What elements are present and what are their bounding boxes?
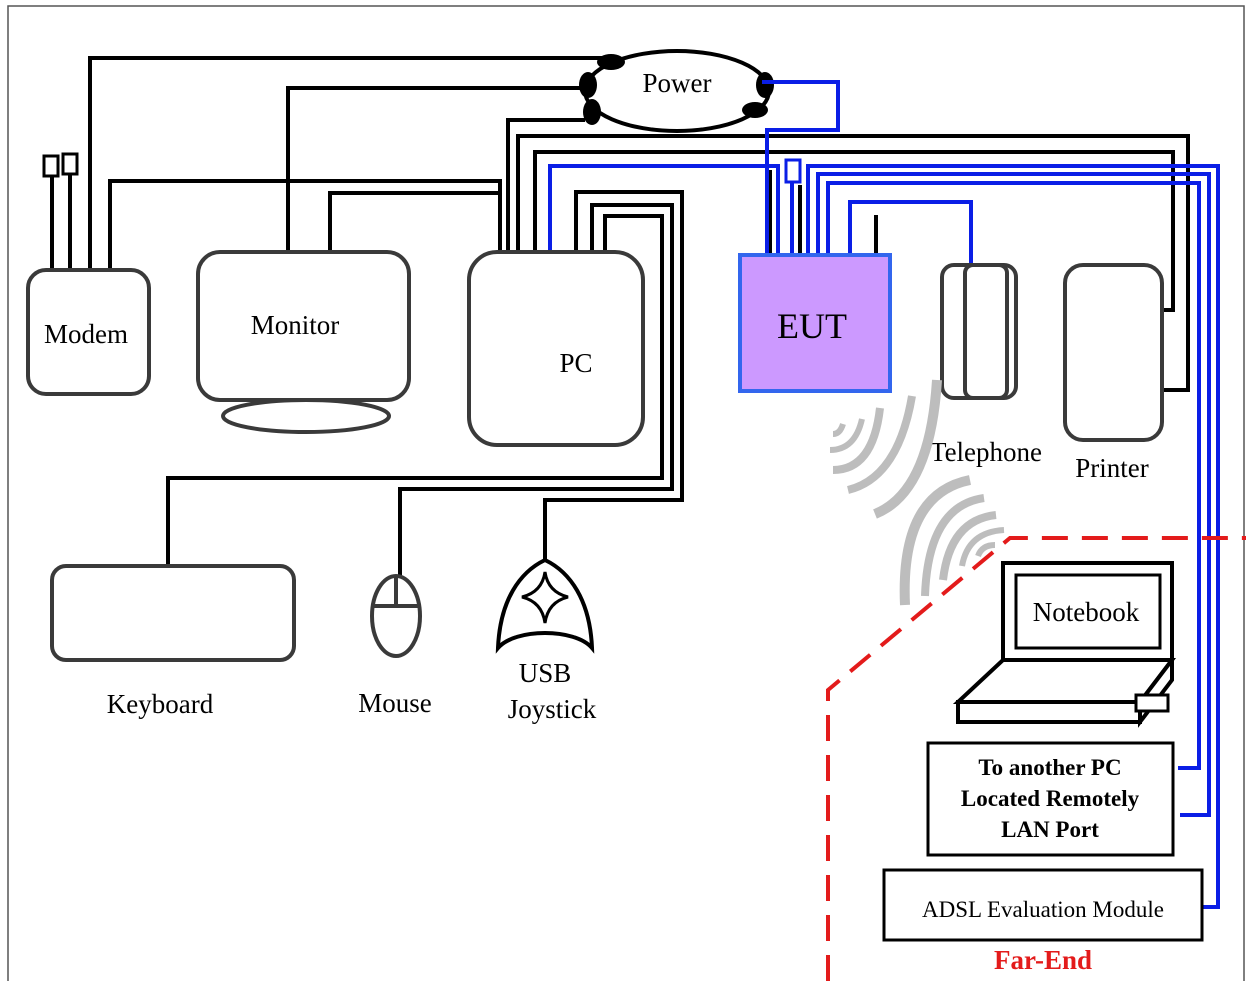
- power-strip: [579, 49, 774, 133]
- adsl-module-box: [882, 868, 1204, 942]
- pc-label: PC: [559, 348, 592, 378]
- frame-border: [7, 5, 1245, 981]
- far-end-boundary: [826, 536, 1246, 981]
- pc-box: [467, 250, 645, 447]
- mouse-label: Mouse: [358, 688, 432, 718]
- keyboard-box: [50, 564, 296, 662]
- adsl-module-label: ADSL Evaluation Module: [922, 897, 1164, 922]
- eut-port-plug: [784, 158, 802, 184]
- far-end-label: Far-End: [994, 945, 1092, 975]
- printer-box: [1063, 263, 1164, 442]
- keyboard-label: Keyboard: [107, 689, 214, 719]
- power-label: Power: [643, 68, 712, 98]
- usb-label: USB: [519, 658, 572, 688]
- remote-pc-line3: LAN Port: [1001, 817, 1099, 842]
- blue-wires: [548, 80, 1220, 909]
- remote-pc-line2: Located Remotely: [961, 786, 1140, 811]
- telephone-label: Telephone: [930, 437, 1042, 467]
- remote-pc-box: [926, 741, 1175, 857]
- mouse-icon: [370, 574, 422, 658]
- monitor-base: [221, 398, 391, 434]
- printer-label: Printer: [1075, 453, 1149, 483]
- joystick-icon: [495, 557, 595, 654]
- wireless-waves-icon: [829, 379, 1005, 606]
- notebook-label: Notebook: [1033, 597, 1140, 627]
- eut-box: [738, 253, 892, 393]
- joystick-label: Joystick: [508, 694, 597, 724]
- monitor-label: Monitor: [251, 310, 340, 340]
- black-wires: [50, 56, 1190, 578]
- modem-plug-2: [61, 152, 79, 176]
- modem-plug-1: [42, 154, 60, 178]
- modem-label: Modem: [44, 319, 128, 349]
- telephone-icon: [940, 263, 1018, 400]
- modem-box: [26, 268, 151, 396]
- eut-label: EUT: [777, 306, 847, 346]
- remote-pc-line1: To another PC: [978, 755, 1121, 780]
- notebook-icon: [952, 561, 1177, 728]
